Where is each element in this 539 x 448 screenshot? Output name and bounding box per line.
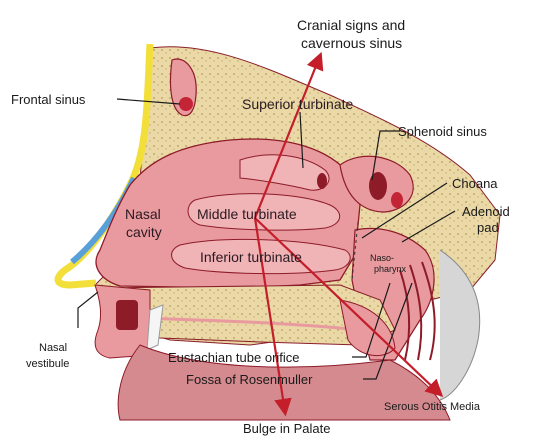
label-nasal-cavity-1: Nasal (125, 207, 161, 222)
leader-vestibule (78, 292, 98, 328)
label-adenoid-2: pad (477, 220, 499, 235)
incisor-root (116, 300, 138, 330)
sphenoid-sinus-spot (369, 172, 387, 200)
label-frontal-sinus: Frontal sinus (11, 92, 85, 107)
label-nasal-vestibule-1: Nasal (39, 341, 67, 356)
label-superior-turbinate: Superior turbinate (242, 97, 353, 112)
label-nasal-cavity-2: cavity (126, 225, 162, 240)
label-nasal-vestibule-2: vestibule (26, 357, 69, 372)
label-inferior-turbinate: Inferior turbinate (200, 250, 302, 265)
incisor-tooth (147, 305, 163, 350)
label-bulge-in-palate: Bulge in Palate (243, 421, 330, 436)
label-nasopharynx-2: pharynx (374, 264, 406, 274)
label-adenoid-1: Adenoid (462, 204, 510, 219)
label-eustachian-tube: Eustachian tube orifice (168, 350, 300, 365)
label-nasopharynx-1: Naso- (370, 253, 394, 263)
frontal-sinus-spot (179, 97, 193, 111)
label-cranial-signs-1: Cranial signs and (297, 18, 405, 33)
label-choana: Choana (452, 176, 498, 191)
sphenoid-sinus-spot-2 (391, 192, 403, 208)
label-cranial-signs-2: cavernous sinus (301, 36, 402, 51)
label-sphenoid-sinus: Sphenoid sinus (398, 124, 487, 139)
label-fossa-rosenmuller: Fossa of Rosenmuller (186, 372, 312, 387)
label-serous-otitis-media: Serous Otitis Media (384, 400, 480, 415)
label-middle-turbinate: Middle turbinate (197, 207, 297, 222)
superior-turbinate-spot (317, 173, 327, 189)
